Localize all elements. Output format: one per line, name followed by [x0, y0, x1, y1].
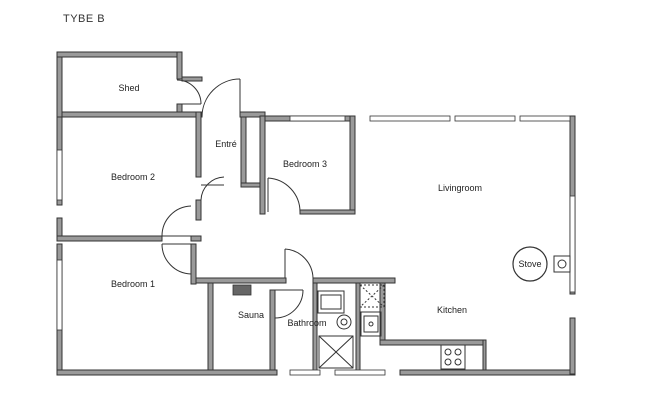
- kitchen-sink-icon: [360, 311, 382, 337]
- room-label-sauna: Sauna: [238, 310, 264, 320]
- room-label-entre: Entré: [215, 139, 237, 149]
- windows: [56, 115, 576, 376]
- doors: [161, 78, 314, 319]
- room-label-livingroom: Livingroom: [438, 183, 482, 193]
- shower-icon: [318, 335, 354, 369]
- cooktop-icon: [440, 344, 466, 370]
- kitchen-cabinet-icon: [359, 284, 385, 308]
- fixtures: Stove: [232, 246, 571, 370]
- room-label-bedroom-3: Bedroom 3: [283, 159, 327, 169]
- stove-label: Stove: [518, 259, 541, 269]
- stove-icon: Stove: [512, 246, 571, 282]
- room-labels: Shed Entré Bedroom 3 Bedroom 2 Livingroo…: [111, 83, 482, 328]
- toilet-icon: [317, 290, 345, 314]
- room-label-bedroom-2: Bedroom 2: [111, 172, 155, 182]
- bathroom-sink-icon: [336, 314, 352, 330]
- room-label-shed: Shed: [118, 83, 139, 93]
- room-label-bathroom: Bathroom: [287, 318, 326, 328]
- room-label-kitchen: Kitchen: [437, 305, 467, 315]
- room-label-bedroom-1: Bedroom 1: [111, 279, 155, 289]
- sauna-heater-icon: [232, 284, 252, 296]
- plan-title: TYBE B: [63, 13, 105, 25]
